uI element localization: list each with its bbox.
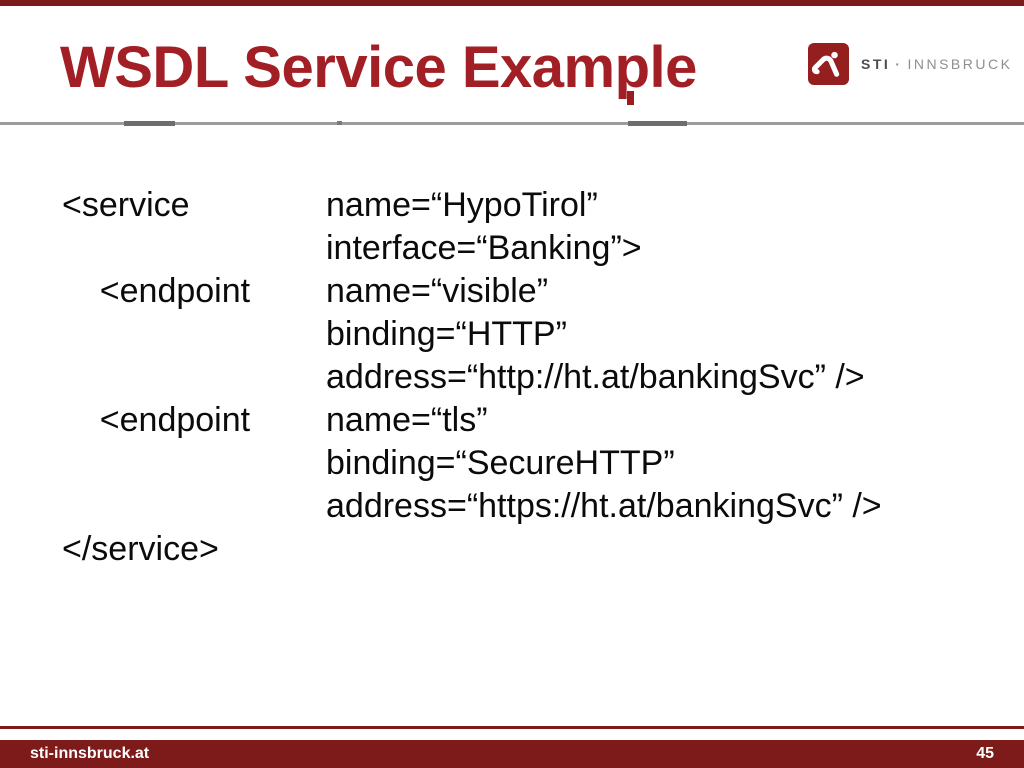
code-line: <endpoint name=“tls” [62,399,882,442]
code-tag [62,485,326,528]
footer-bar: sti-innsbruck.at 45 [0,740,1024,768]
code-tag [62,356,326,399]
logo-wordmark: STI · INNSBRUCK [861,56,1012,72]
code-attr: name=“visible” [326,272,549,310]
page-number: 45 [976,745,994,762]
header-divider-line [0,122,1024,125]
logo-separator: · [895,56,903,72]
divider-red-marker [627,91,634,105]
code-line: address=“http://ht.at/bankingSvc” /> [62,356,882,399]
wsdl-code-block: <service name=“HypoTirol” interface=“Ban… [62,184,882,571]
divider-dot [337,121,342,125]
code-line: </service> [62,528,882,571]
code-attr: interface=“Banking”> [326,229,642,267]
logo-badge [808,43,849,85]
code-line: <service name=“HypoTirol” [62,184,882,227]
code-tag: <endpoint [62,401,251,439]
code-attr: name=“HypoTirol” [326,186,598,224]
code-attr: address=“http://ht.at/bankingSvc” /> [326,358,865,396]
code-line: interface=“Banking”> [62,227,882,270]
code-line: binding=“SecureHTTP” [62,442,882,485]
code-tag [62,442,326,485]
code-tag [62,227,326,270]
code-attr: binding=“SecureHTTP” [326,444,675,482]
divider-segment-left [124,121,175,126]
code-attr: address=“https://ht.at/bankingSvc” /> [326,487,882,525]
code-attr: binding=“HTTP” [326,315,567,353]
divider-segment-right [628,121,687,126]
footer-accent-line [0,726,1024,729]
code-tag: </service> [62,530,219,568]
code-line: address=“https://ht.at/bankingSvc” /> [62,485,882,528]
sti-innsbruck-logo: STI · INNSBRUCK [808,43,1012,85]
code-line: binding=“HTTP” [62,313,882,356]
page-title: WSDL Service Example [60,35,697,100]
code-tag [62,313,326,356]
code-tag: <endpoint [62,272,251,310]
top-accent-bar [0,0,1024,6]
code-tag: <service [62,186,190,224]
footer-url: sti-innsbruck.at [30,745,150,762]
runner-icon [811,47,846,81]
code-line: <endpoint name=“visible” [62,270,882,313]
code-attr: name=“tls” [326,401,488,439]
logo-city-label: INNSBRUCK [907,56,1013,72]
logo-org-label: STI [861,56,891,72]
